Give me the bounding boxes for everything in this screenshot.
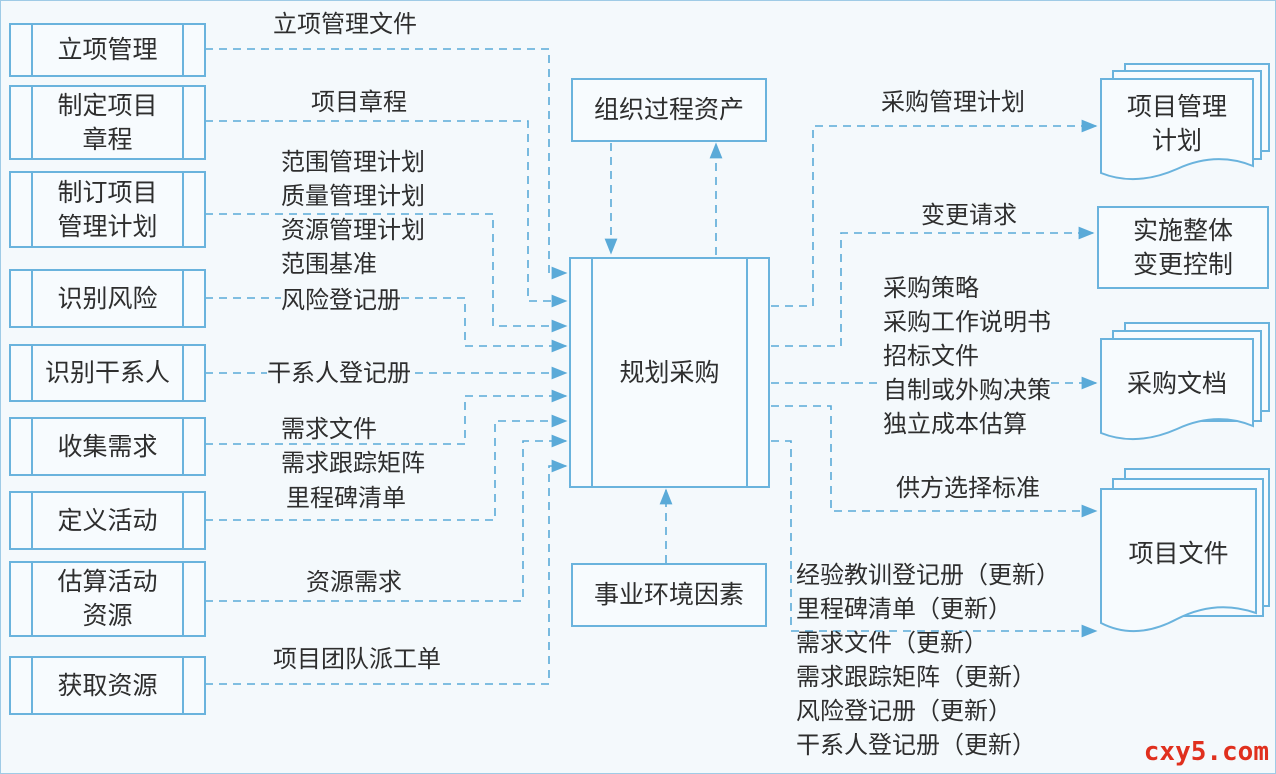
process-label: 定义活动 — [57, 505, 158, 535]
process-develop-pm-plan: 制订项目 管理计划 — [9, 171, 206, 248]
label-procurement-plan: 采购管理计划 — [881, 88, 1025, 116]
box-integrated-change-control: 实施整体 变更控制 — [1097, 206, 1269, 289]
process-plan-procurement: 规划采购 — [569, 257, 770, 488]
process-collect-requirements: 收集需求 — [9, 417, 206, 476]
process-title: 规划采购 — [619, 357, 720, 387]
label-project-docs-updates-list: 经验教训登记册（更新） 里程碑清单（更新） 需求文件（更新） 需求跟踪矩阵（更新… — [796, 558, 1060, 762]
process-label: 识别干系人 — [44, 358, 170, 387]
label-milestones: 里程碑清单 — [286, 484, 406, 512]
list-item: 招标文件 — [883, 342, 979, 370]
process-estimate-resources: 估算活动 资源 — [9, 561, 206, 637]
list-item: 采购策略 — [883, 274, 979, 302]
doc-pm-plan: 项目管理 计划 — [1101, 79, 1253, 169]
doc-label: 项目管理 计划 — [1126, 92, 1227, 155]
arrow-out-plan — [771, 119, 1098, 307]
box-label: 组织过程资产 — [593, 95, 744, 124]
watermark: cxy5.com — [1143, 737, 1269, 767]
label-stakeholder-register: 干系人登记册 — [267, 356, 411, 390]
label-requirements-list: 需求文件 需求跟踪矩阵 — [281, 412, 425, 480]
arrow-charter — [205, 120, 568, 308]
process-label: 立项管理 — [57, 35, 158, 64]
arrow-out-supplier — [771, 405, 1098, 518]
arrow-resources — [205, 434, 568, 602]
process-label: 制定项目 章程 — [57, 90, 158, 154]
label-resource-requirements: 资源需求 — [306, 568, 402, 596]
label-change-requests: 变更请求 — [921, 201, 1017, 229]
arrow-charter-docs — [205, 48, 568, 280]
process-identify-risks: 识别风险 — [9, 269, 206, 328]
doc-label: 项目文件 — [1128, 539, 1229, 568]
process-initiation: 立项管理 — [9, 23, 206, 77]
label-pm-plan-list: 范围管理计划 质量管理计划 资源管理计划 范围基准 — [281, 145, 425, 281]
arrow-pm-plan — [205, 213, 568, 333]
process-label: 获取资源 — [57, 670, 158, 700]
list-item: 范围基准 — [281, 250, 377, 278]
box-org-process-assets: 组织过程资产 — [571, 78, 767, 142]
arrow-activities — [205, 414, 568, 521]
box-label: 事业环境因素 — [593, 580, 744, 609]
list-item: 需求文件 — [281, 415, 377, 443]
list-item: 资源管理计划 — [281, 216, 425, 244]
process-label: 收集需求 — [57, 431, 158, 461]
list-item: 干系人登记册（更新） — [796, 731, 1036, 759]
arrow-team — [205, 459, 568, 685]
label-risk-register: 风险登记册 — [281, 283, 401, 317]
list-item: 质量管理计划 — [281, 182, 425, 210]
process-develop-charter: 制定项目 章程 — [9, 85, 206, 160]
label-team-assignments: 项目团队派工单 — [273, 645, 441, 673]
list-item: 范围管理计划 — [281, 148, 425, 176]
list-item: 自制或外购决策 — [883, 373, 1051, 407]
label-supplier-criteria: 供方选择标准 — [896, 474, 1040, 502]
arrow-requirements — [205, 389, 568, 445]
label-charter: 项目章程 — [311, 88, 407, 116]
list-item: 需求文件（更新） — [796, 629, 988, 657]
doc-label: 采购文档 — [1126, 369, 1227, 398]
process-label: 识别风险 — [57, 283, 158, 313]
list-item: 独立成本估算 — [883, 410, 1027, 438]
process-define-activities: 定义活动 — [9, 491, 206, 550]
list-item: 里程碑清单（更新） — [796, 595, 1012, 623]
label-charter-docs: 立项管理文件 — [273, 10, 417, 38]
list-item: 需求跟踪矩阵（更新） — [796, 663, 1036, 691]
document-shapes — [1100, 63, 1270, 632]
list-item: 需求跟踪矩阵 — [281, 449, 425, 477]
box-label: 实施整体 变更控制 — [1132, 215, 1233, 279]
process-label: 制订项目 管理计划 — [57, 177, 158, 241]
list-item: 经验教训登记册（更新） — [796, 561, 1060, 589]
list-item: 采购工作说明书 — [883, 308, 1051, 336]
arrow-out-change — [771, 226, 1095, 347]
list-item: 风险登记册（更新） — [796, 697, 1012, 725]
process-label: 估算活动 资源 — [57, 567, 158, 630]
box-enterprise-env-factors: 事业环境因素 — [571, 563, 767, 627]
arrow-out-projdocs — [771, 440, 1098, 638]
process-acquire-resources: 获取资源 — [9, 656, 206, 715]
label-procurement-docs-list: 采购策略 采购工作说明书 招标文件 自制或外购决策 独立成本估算 — [883, 271, 1051, 441]
doc-project-documents: 项目文件 — [1101, 489, 1256, 619]
doc-procurement-documents: 采购文档 — [1101, 339, 1253, 429]
process-identify-stakeholders: 识别干系人 — [9, 344, 206, 402]
